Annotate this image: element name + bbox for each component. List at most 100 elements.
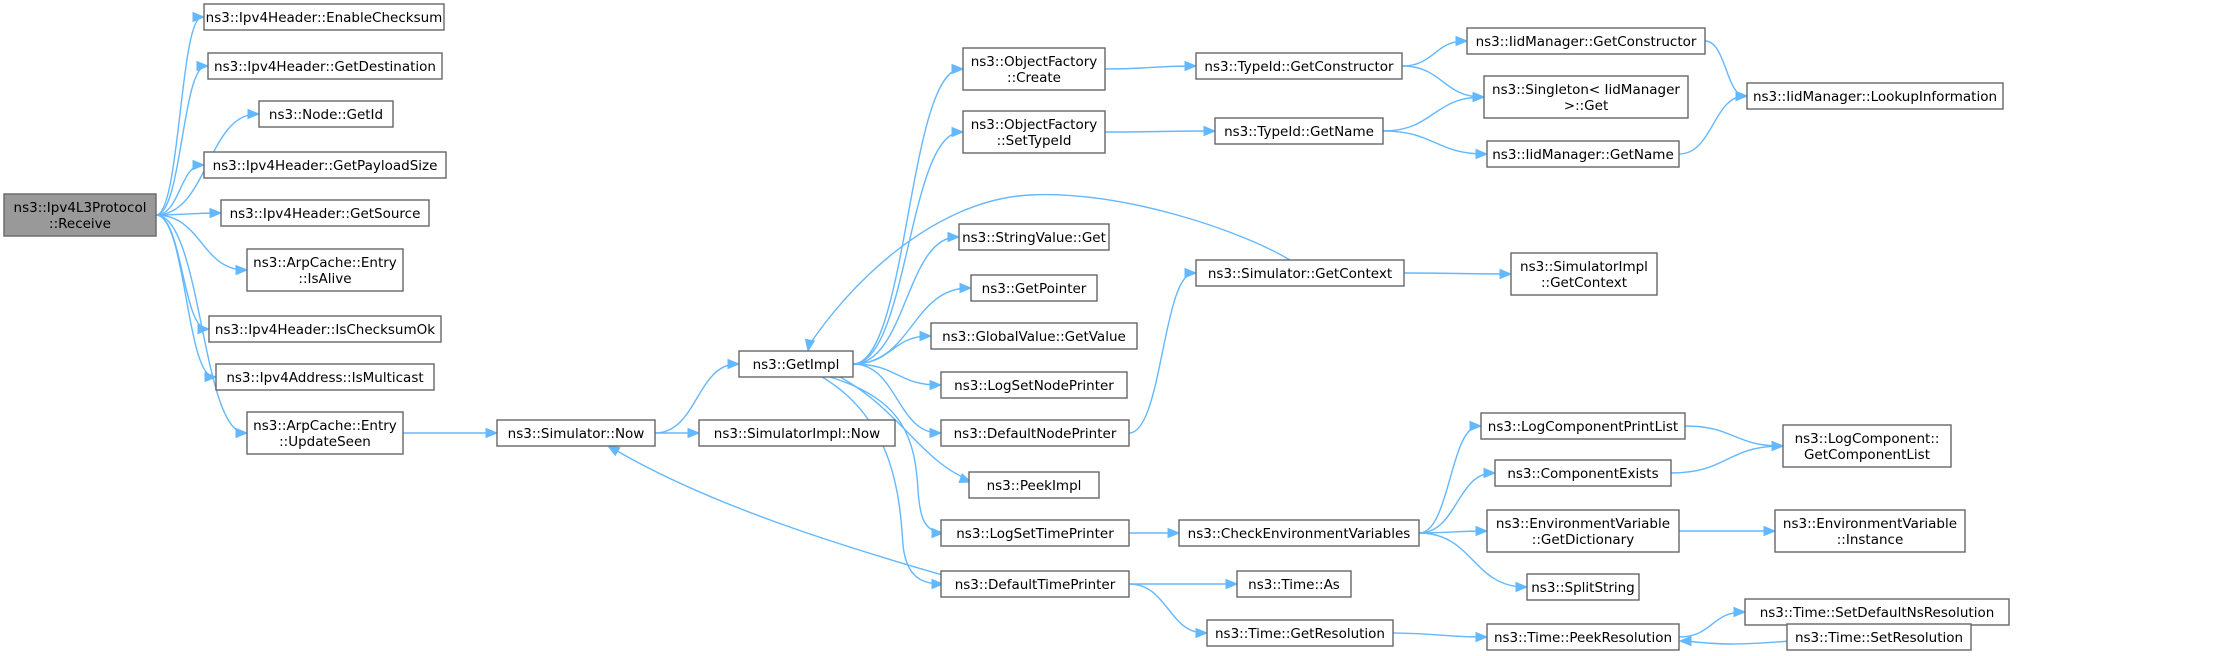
edge-checkenv-to-splitstring-arrowhead bbox=[1515, 581, 1529, 593]
node-typeidgetname[interactable]: ns3::TypeId::GetName bbox=[1214, 117, 1384, 145]
node-receive[interactable]: ns3::Ipv4L3Protocol::Receive bbox=[3, 193, 157, 237]
edge-defaultnodeprinter-to-simgetcontext bbox=[1128, 272, 1195, 434]
node-globalvalueget[interactable]: ns3::GlobalValue::GetValue bbox=[930, 322, 1138, 350]
node-setresolution[interactable]: ns3::Time::SetResolution bbox=[1786, 623, 1972, 651]
node-box bbox=[970, 274, 1098, 302]
edge-typeidgetname-to-iidgetname bbox=[1382, 130, 1486, 155]
node-checkenv[interactable]: ns3::CheckEnvironmentVariables bbox=[1178, 519, 1420, 547]
node-logsettimeprinter[interactable]: ns3::LogSetTimePrinter bbox=[940, 519, 1130, 547]
node-simnow[interactable]: ns3::Simulator::Now bbox=[496, 419, 656, 447]
edge-receive-to-ischecksumok-arrowhead bbox=[197, 323, 211, 335]
node-box bbox=[968, 471, 1100, 499]
edge-defaulttimeprinter-to-timegetresolution-arrowhead bbox=[1195, 627, 1209, 639]
edge-peekresolution-to-setdefaultnsres bbox=[1678, 611, 1744, 638]
node-label: ns3::Time::As bbox=[1248, 577, 1340, 593]
node-peekresolution[interactable]: ns3::Time::PeekResolution bbox=[1486, 623, 1680, 651]
edge-getimpl-to-peekimpl-arrowhead bbox=[958, 473, 973, 483]
node-getcomponentlist[interactable]: ns3::LogComponent::GetComponentList bbox=[1782, 424, 1952, 468]
edge-getimpl-to-defaultnodeprinter-arrowhead bbox=[929, 427, 943, 439]
node-box bbox=[962, 110, 1106, 154]
edge-getimpl-to-defaulttimeprinter-arrowhead bbox=[931, 578, 945, 590]
node-enablechecksum[interactable]: ns3::Ipv4Header::EnableChecksum bbox=[203, 3, 445, 31]
node-label: ns3::Node::GetId bbox=[269, 107, 383, 123]
node-peekimpl[interactable]: ns3::PeekImpl bbox=[968, 471, 1100, 499]
node-box bbox=[1486, 140, 1680, 168]
node-envgetdictionary[interactable]: ns3::EnvironmentVariable::GetDictionary bbox=[1486, 509, 1680, 553]
edge-defaulttimeprinter-to-timegetresolution bbox=[1128, 583, 1206, 634]
node-label: ns3::PeekImpl bbox=[987, 478, 1082, 494]
node-componentexists[interactable]: ns3::ComponentExists bbox=[1494, 459, 1672, 487]
node-ismulticast[interactable]: ns3::Ipv4Address::IsMulticast bbox=[215, 363, 435, 391]
edge-iidgetconstructor-to-iidlookup bbox=[1704, 40, 1746, 97]
node-logsetnodeprinter[interactable]: ns3::LogSetNodePrinter bbox=[940, 371, 1128, 399]
edge-checkenv-to-componentexists bbox=[1418, 472, 1494, 534]
node-label: ns3::Time::PeekResolution bbox=[1494, 630, 1672, 646]
edge-receive-to-getpayloadsize-arrowhead bbox=[192, 159, 206, 171]
node-label: ns3::ArpCache::Entry bbox=[253, 418, 397, 434]
node-singletonget[interactable]: ns3::Singleton< IidManager>::Get bbox=[1483, 75, 1689, 119]
node-box bbox=[1466, 27, 1706, 55]
edge-simnow-to-getimpl bbox=[654, 363, 738, 434]
node-envinstance[interactable]: ns3::EnvironmentVariable::Instance bbox=[1774, 509, 1966, 553]
node-box bbox=[208, 315, 442, 343]
node-ofcreate[interactable]: ns3::ObjectFactory::Create bbox=[962, 47, 1106, 91]
node-iidlookup[interactable]: ns3::IidManager::LookupInformation bbox=[1746, 82, 2004, 110]
node-box bbox=[1746, 82, 2004, 110]
node-label: ns3::SimulatorImpl bbox=[1520, 259, 1648, 275]
edge-getimpl-to-ofsettypeid-arrowhead bbox=[951, 126, 965, 138]
node-splitstring[interactable]: ns3::SplitString bbox=[1526, 573, 1640, 601]
node-ofsettypeid[interactable]: ns3::ObjectFactory::SetTypeId bbox=[962, 110, 1106, 154]
node-simimplgetcontext[interactable]: ns3::SimulatorImpl::GetContext bbox=[1510, 252, 1658, 296]
node-label: ns3::Ipv4Address::IsMulticast bbox=[226, 370, 423, 386]
node-label: ns3::GetPointer bbox=[982, 281, 1087, 297]
node-isalive[interactable]: ns3::ArpCache::Entry::IsAlive bbox=[246, 248, 404, 292]
node-label: ns3::GlobalValue::GetValue bbox=[942, 329, 1126, 345]
node-updateseen[interactable]: ns3::ArpCache::Entry::UpdateSeen bbox=[246, 411, 404, 455]
node-simgetcontext[interactable]: ns3::Simulator::GetContext bbox=[1195, 259, 1405, 287]
node-timegetresolution[interactable]: ns3::Time::GetResolution bbox=[1206, 619, 1394, 647]
node-typeidgetconstructor[interactable]: ns3::TypeId::GetConstructor bbox=[1195, 52, 1403, 80]
node-box bbox=[1178, 519, 1420, 547]
edge-ofsettypeid-to-typeidgetname-arrowhead bbox=[1203, 125, 1217, 137]
node-label: ns3::ObjectFactory bbox=[971, 54, 1098, 70]
node-box bbox=[1786, 623, 1972, 651]
node-label: ns3::ComponentExists bbox=[1507, 466, 1658, 482]
node-label: ns3::Singleton< IidManager bbox=[1492, 82, 1680, 98]
node-defaultnodeprinter[interactable]: ns3::DefaultNodePrinter bbox=[940, 419, 1130, 447]
node-iidgetname[interactable]: ns3::IidManager::GetName bbox=[1486, 140, 1680, 168]
node-label: ns3::Ipv4Header::EnableChecksum bbox=[206, 10, 443, 26]
node-ischecksumok[interactable]: ns3::Ipv4Header::IsChecksumOk bbox=[208, 315, 442, 343]
node-box bbox=[246, 411, 404, 455]
node-box bbox=[215, 363, 435, 391]
call-graph-edges bbox=[155, 11, 1973, 647]
node-iidgetconstructor[interactable]: ns3::IidManager::GetConstructor bbox=[1466, 27, 1706, 55]
node-stringvalueget[interactable]: ns3::StringValue::Get bbox=[958, 223, 1110, 251]
node-setdefaultnsres[interactable]: ns3::Time::SetDefaultNsResolution bbox=[1744, 598, 2010, 626]
node-timeas[interactable]: ns3::Time::As bbox=[1236, 570, 1352, 598]
node-getpointer[interactable]: ns3::GetPointer bbox=[970, 274, 1098, 302]
node-box bbox=[1486, 509, 1680, 553]
node-label: ns3::Ipv4Header::GetDestination bbox=[214, 59, 436, 75]
node-label: ns3::DefaultNodePrinter bbox=[954, 426, 1117, 442]
node-label: ns3::IidManager::GetName bbox=[1492, 147, 1674, 163]
edge-iidgetname-to-iidlookup bbox=[1678, 95, 1746, 155]
node-label: ns3::ObjectFactory bbox=[971, 117, 1098, 133]
node-label: ::GetContext bbox=[1541, 275, 1627, 291]
node-label: ::Create bbox=[1007, 70, 1061, 86]
node-label: ::GetDictionary bbox=[1532, 532, 1634, 548]
edge-getimpl-to-ofsettypeid bbox=[852, 131, 962, 365]
edge-defaulttimeprinter-to-timeas-arrowhead bbox=[1225, 578, 1239, 590]
node-logcomponentprintlist[interactable]: ns3::LogComponentPrintList bbox=[1480, 412, 1686, 440]
node-box bbox=[940, 519, 1130, 547]
node-box bbox=[1195, 52, 1403, 80]
node-getpayloadsize[interactable]: ns3::Ipv4Header::GetPayloadSize bbox=[203, 151, 447, 179]
node-defaulttimeprinter[interactable]: ns3::DefaultTimePrinter bbox=[940, 570, 1130, 598]
node-box bbox=[1214, 117, 1384, 145]
node-nodegetid[interactable]: ns3::Node::GetId bbox=[258, 100, 394, 128]
node-getdestination[interactable]: ns3::Ipv4Header::GetDestination bbox=[207, 52, 443, 80]
node-getsource[interactable]: ns3::Ipv4Header::GetSource bbox=[220, 199, 430, 227]
node-getimpl[interactable]: ns3::GetImpl bbox=[738, 350, 854, 378]
edge-componentexists-to-getcomponentlist-arrowhead bbox=[1771, 440, 1785, 452]
node-simimplnow[interactable]: ns3::SimulatorImpl::Now bbox=[698, 419, 896, 447]
node-label: ns3::CheckEnvironmentVariables bbox=[1188, 526, 1411, 542]
